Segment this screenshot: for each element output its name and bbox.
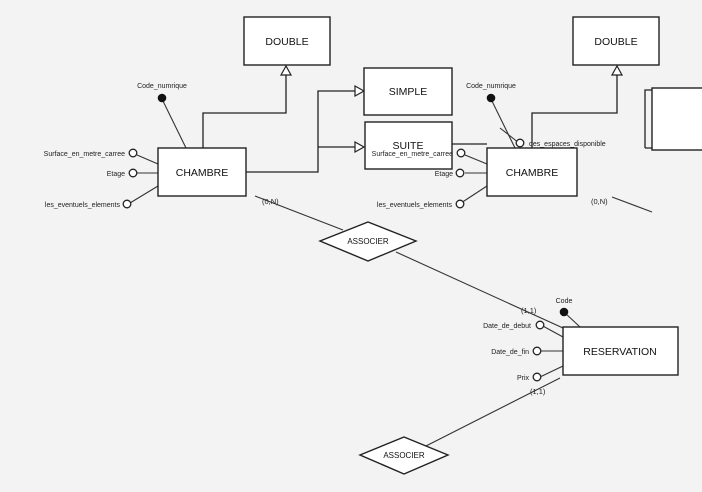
entity-label: SIMPLE — [389, 86, 428, 98]
attribute-code-numerique-left: Code_numrique — [137, 83, 187, 90]
entity-label: DOUBLE — [594, 36, 637, 48]
attribute-code: Code — [556, 298, 573, 305]
entity-label: SUITE — [393, 140, 424, 152]
relation-label: ASSOCIER — [383, 451, 425, 460]
attr-line — [129, 185, 159, 204]
attribute-dot-icon — [128, 168, 138, 178]
attr-line — [464, 154, 488, 165]
entity-double-right[interactable]: DOUBLE — [572, 16, 660, 66]
entity-chambre-right[interactable]: CHAMBRE — [486, 147, 578, 197]
inheritance-arrow-icon — [354, 84, 366, 98]
relation-line — [421, 377, 561, 449]
entity-double-left[interactable]: DOUBLE — [243, 16, 331, 66]
attr-line — [161, 98, 187, 149]
attribute-date-fin: Date_de_fin — [491, 349, 529, 356]
relation-line — [611, 196, 653, 213]
attribute-etage-right: Etage — [435, 171, 453, 178]
entity-label: RESERVATION — [583, 346, 657, 358]
attr-line — [499, 127, 520, 144]
inheritance-arrow-icon — [279, 64, 293, 76]
attribute-elements-left: les_eventuels_elements — [45, 202, 121, 209]
entity-chambre-left[interactable]: CHAMBRE — [157, 147, 247, 197]
attribute-dot-icon — [122, 199, 132, 209]
inherit-line-simple — [246, 90, 356, 173]
attribute-dot-icon — [532, 372, 542, 382]
inherit-line-double-right — [531, 66, 618, 148]
inherit-line-double-left — [202, 66, 287, 148]
cardinality-chambre-right: (0,N) — [591, 197, 608, 206]
attribute-dot-icon — [455, 168, 465, 178]
attribute-dot-icon — [532, 346, 542, 356]
attr-line — [460, 185, 488, 204]
entity-label: CHAMBRE — [506, 167, 559, 179]
attribute-dot-icon — [455, 199, 465, 209]
attribute-surface-left: Surface_en_metre_carree — [44, 151, 125, 158]
cardinality-chambre-left: (0,N) — [262, 197, 279, 206]
relation-label: ASSOCIER — [347, 237, 389, 246]
attribute-dot-icon — [128, 148, 138, 158]
entity-label: CHAMBRE — [176, 167, 229, 179]
attribute-espaces: des_espaces_disponible — [529, 141, 606, 148]
attribute-date-debut: Date_de_debut — [483, 323, 531, 330]
key-attribute-dot-icon — [157, 93, 167, 103]
cardinality-reservation-top: (1,1) — [521, 306, 537, 315]
inheritance-arrow-icon — [610, 64, 624, 76]
attribute-dot-icon — [515, 138, 525, 148]
attr-line — [564, 312, 581, 328]
attribute-dot-icon — [535, 320, 545, 330]
entity-suite[interactable]: SUITE — [364, 121, 453, 170]
relation-line — [395, 251, 564, 329]
entity-simple[interactable]: SIMPLE — [363, 67, 453, 116]
entity-label: DOUBLE — [265, 36, 308, 48]
key-attribute-dot-icon — [486, 93, 496, 103]
key-attribute-dot-icon — [559, 307, 569, 317]
inheritance-arrow-icon — [354, 140, 366, 154]
attribute-prix: Prix — [517, 375, 530, 382]
attribute-elements-right: les_eventuels_elements — [377, 202, 453, 209]
attr-line — [136, 154, 159, 165]
cardinality-reservation-bottom: (1,1) — [530, 387, 546, 396]
attribute-code-numerique-right: Code_numrique — [466, 83, 516, 90]
attr-line — [539, 365, 564, 378]
attribute-etage-left: Etage — [107, 171, 125, 178]
attr-line — [490, 98, 516, 149]
attr-line — [540, 324, 564, 338]
relation-associer-bottom[interactable]: ASSOCIER — [358, 436, 450, 475]
right-edge-connector — [644, 89, 652, 149]
attribute-dot-icon — [456, 148, 466, 158]
relation-line — [254, 195, 344, 231]
entity-reservation[interactable]: RESERVATION — [562, 326, 679, 376]
relation-associer-top[interactable]: ASSOCIER — [318, 221, 418, 262]
attribute-surface-right: Surface_en_metre_carree — [372, 151, 453, 158]
entity-partial-right — [651, 87, 702, 151]
